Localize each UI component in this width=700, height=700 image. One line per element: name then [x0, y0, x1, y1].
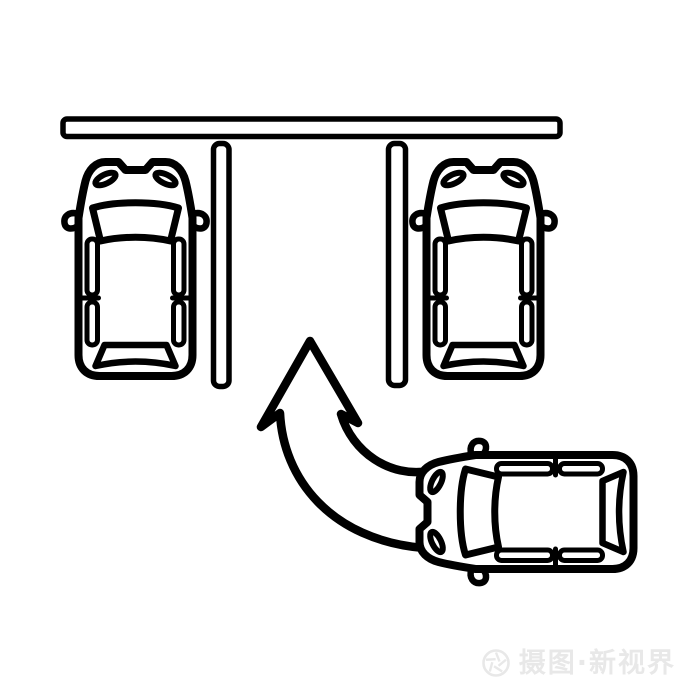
- lane-line-top: [60, 116, 563, 140]
- bay-divider-left: [210, 140, 232, 390]
- watermark: 摄图·新视界: [481, 648, 676, 678]
- aperture-icon: [481, 649, 510, 677]
- bay-divider-right: [385, 140, 409, 389]
- turn-arrow-icon: [256, 336, 434, 553]
- parked-car-left-icon: [64, 162, 206, 376]
- parked-car-right-icon: [412, 162, 554, 376]
- moving-car-icon: [420, 441, 634, 583]
- watermark-text: 摄图·新视界: [518, 647, 676, 679]
